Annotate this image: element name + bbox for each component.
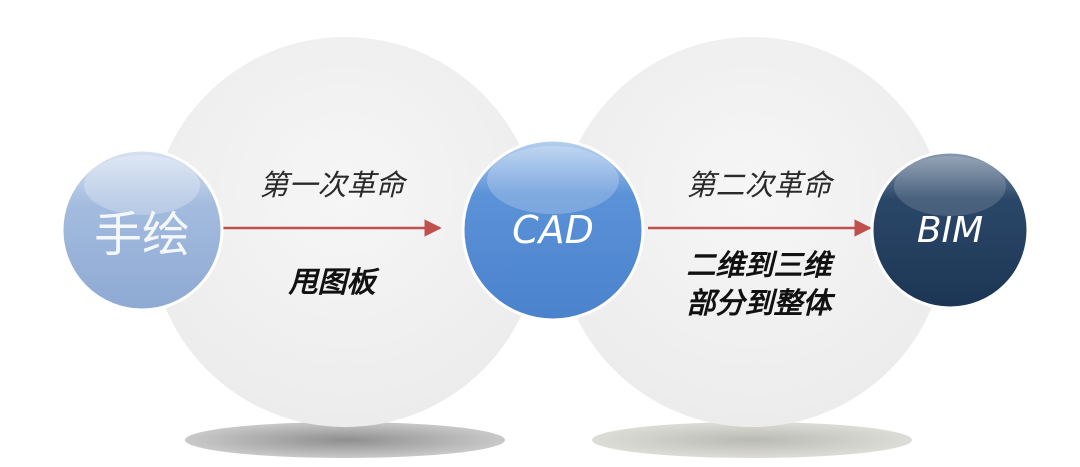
revolution-1-line-1: 甩图板 (288, 265, 376, 299)
shadow-right (592, 422, 912, 458)
node-hand-circle (60, 148, 224, 312)
node-bim-circle (870, 150, 1030, 310)
revolution-2-line-2: 部分到整体 (686, 286, 832, 320)
node-bim-gloss (894, 156, 1006, 216)
background-circle-left (150, 37, 540, 427)
revolution-1-title: 第一次革命 (259, 168, 405, 202)
node-hand-gloss (84, 155, 200, 215)
shadow-left (185, 422, 505, 458)
node-bim-label: BIM (916, 209, 984, 251)
revolution-2-line-1: 二维到三维 (686, 248, 832, 282)
node-hand-label: 手绘 (93, 207, 190, 263)
revolution-2-title: 第二次革命 (686, 168, 832, 202)
node-cad-circle (461, 138, 645, 322)
node-cad-gloss (487, 146, 619, 214)
node-cad-label: CAD (512, 208, 594, 252)
background-circle-right (557, 37, 947, 427)
